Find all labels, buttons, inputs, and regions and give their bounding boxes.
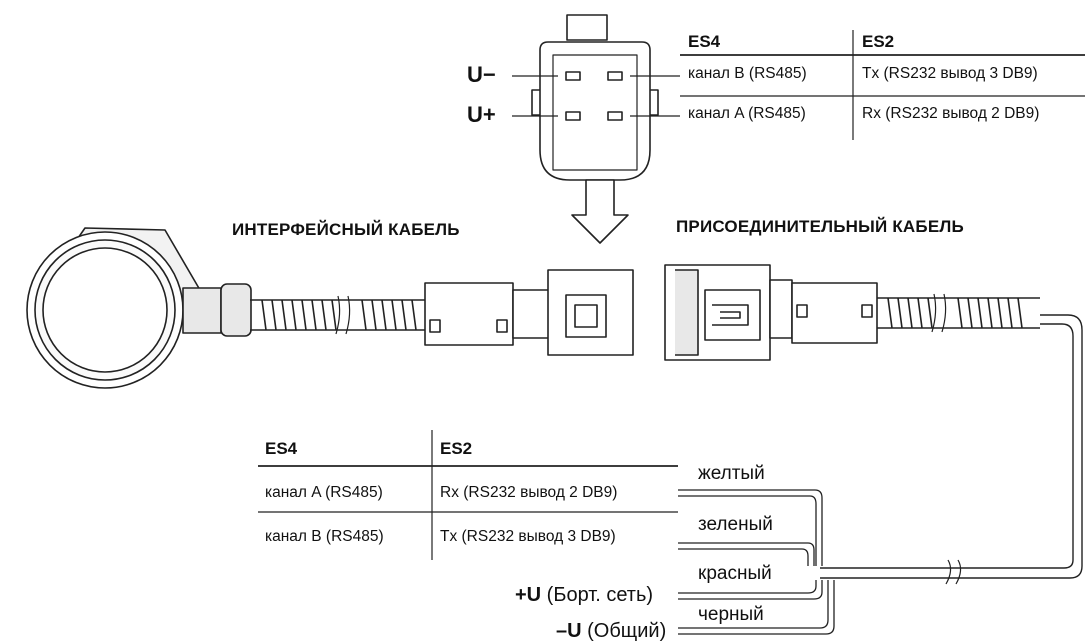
- bottom-table-cell: канал B (RS485): [265, 528, 384, 545]
- connecting-plug: [664, 264, 878, 361]
- interface-cable-hose: [250, 295, 425, 335]
- connector-face: [512, 14, 680, 181]
- power-plus-sign: +U: [515, 584, 542, 606]
- power-plus-label: +U (Борт. сеть): [515, 585, 653, 605]
- power-minus-label: –U (Общий): [556, 621, 666, 641]
- pin-1: [565, 71, 581, 81]
- bottom-table-header-es4: ES4: [265, 439, 298, 458]
- pin-4: [607, 111, 623, 121]
- wire-leads: [678, 489, 835, 635]
- power-minus-sign: –U: [556, 620, 582, 642]
- cable-sheath: [820, 314, 1083, 585]
- wire-label-red: красный: [698, 563, 772, 584]
- sensor-body: [26, 227, 252, 389]
- pin-3: [565, 111, 581, 121]
- bottom-table-cell: Rx (RS232 вывод 2 DB9): [440, 484, 618, 501]
- pin-2: [607, 71, 623, 81]
- connecting-cable-hose: [877, 293, 1040, 333]
- power-minus-text: (Общий): [581, 620, 667, 642]
- connecting-cable-caption: ПРИСОЕДИНИТЕЛЬНЫЙ КАБЕЛЬ: [676, 217, 964, 236]
- interface-plug: [424, 269, 634, 356]
- arrow-down-icon: [571, 179, 629, 244]
- power-plus-text: (Борт. сеть): [541, 584, 654, 606]
- wire-label-green: зеленый: [698, 514, 773, 535]
- interface-cable-caption: ИНТЕРФЕЙСНЫЙ КАБЕЛЬ: [232, 220, 460, 239]
- top-table-header-es4: ES4: [688, 32, 721, 51]
- wire-label-black: черный: [698, 604, 764, 625]
- bottom-table-header-es2: ES2: [440, 439, 473, 458]
- top-table-header-es2: ES2: [862, 32, 895, 51]
- top-table-cell: канал A (RS485): [688, 105, 806, 122]
- bottom-table-cell: канал A (RS485): [265, 484, 383, 501]
- bottom-table-grid: [258, 430, 678, 560]
- top-table-cell: Rx (RS232 вывод 2 DB9): [862, 105, 1040, 122]
- top-table-cell: Tx (RS232 вывод 3 DB9): [862, 65, 1038, 82]
- pin-minus-label: U−: [467, 62, 496, 87]
- pin-plus-label: U+: [467, 102, 496, 127]
- top-table-cell: канал B (RS485): [688, 65, 807, 82]
- bottom-table-cell: Tx (RS232 вывод 3 DB9): [440, 528, 616, 545]
- top-table-grid: [680, 30, 1085, 140]
- wire-label-yellow: желтый: [698, 463, 765, 484]
